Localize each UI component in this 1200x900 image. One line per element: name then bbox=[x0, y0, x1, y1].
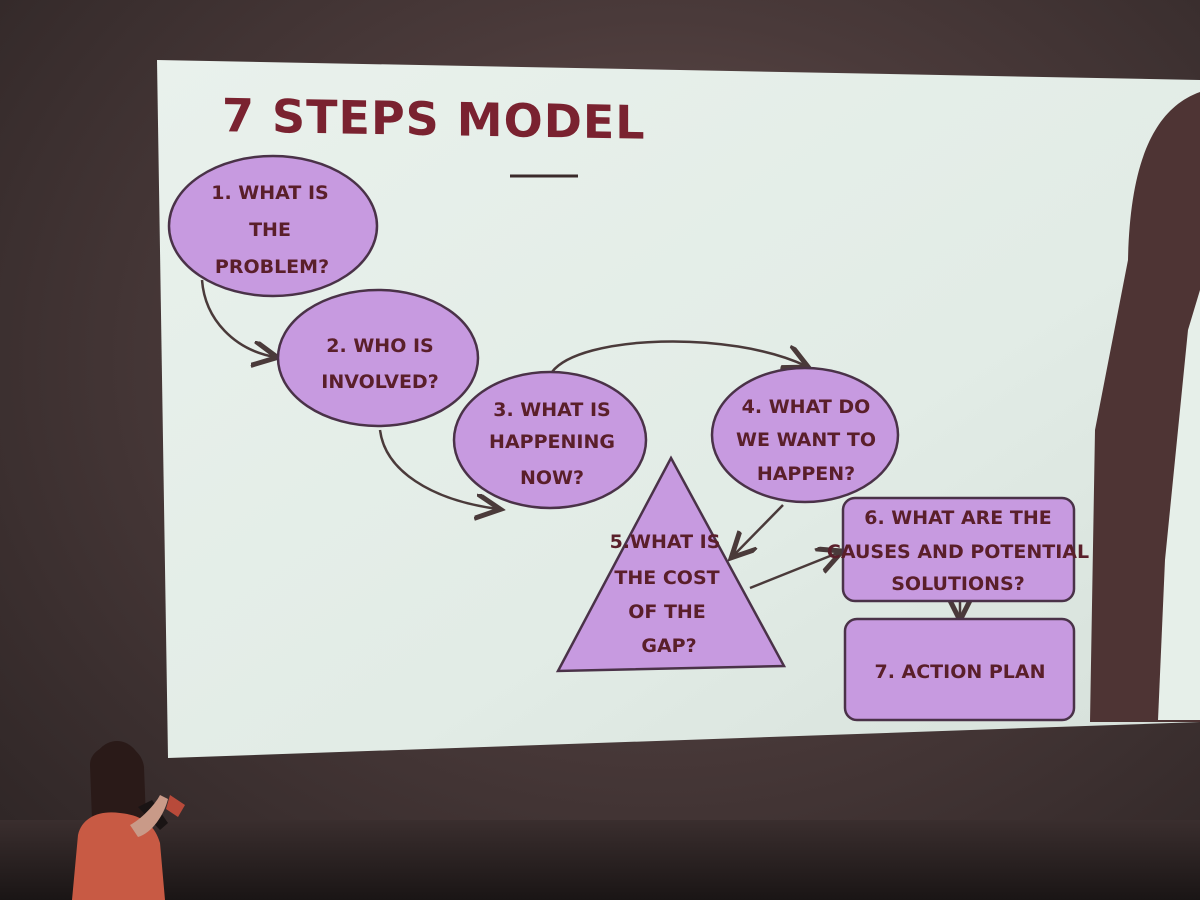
step-6-line-3: SOLUTIONS? bbox=[891, 573, 1024, 595]
step-3-line-2: HAPPENING bbox=[489, 431, 615, 453]
arrow-2-to-3 bbox=[378, 429, 498, 509]
step-3-node: 3. WHAT IS HAPPENING NOW? bbox=[452, 370, 648, 510]
step-4-line-3: HAPPEN? bbox=[757, 463, 855, 485]
step-3-line-3: NOW? bbox=[520, 467, 584, 489]
speaker-figure bbox=[72, 741, 185, 900]
step-4-line-1: 4. WHAT DO bbox=[742, 396, 871, 418]
step-5-line-2: THE COST bbox=[614, 567, 719, 589]
step-2-line-2: INVOLVED? bbox=[321, 371, 438, 393]
step-2-line-1: 2. WHO IS bbox=[326, 335, 433, 357]
step-3-line-1: 3. WHAT IS bbox=[493, 399, 610, 421]
arrow-3-to-4 bbox=[551, 340, 806, 373]
step-1-node: 1. WHAT IS THE PROBLEM? bbox=[167, 154, 379, 298]
step-5-line-3: OF THE bbox=[628, 601, 706, 623]
step-2-node: 2. WHO IS INVOLVED? bbox=[276, 288, 480, 428]
step-1-line-1: 1. WHAT IS bbox=[211, 182, 328, 204]
step-6-line-1: 6. WHAT ARE THE bbox=[864, 507, 1052, 529]
step-5-line-1: 5.WHAT IS bbox=[610, 531, 721, 553]
slide-title: 7 STEPS MODEL bbox=[222, 88, 646, 150]
step-6-node: 6. WHAT ARE THE CAUSES AND POTENTIAL SOL… bbox=[827, 496, 1089, 603]
step-7-node: 7. ACTION PLAN bbox=[843, 617, 1076, 722]
step-6-line-2: CAUSES AND POTENTIAL bbox=[827, 541, 1089, 563]
step-7-line-1: 7. ACTION PLAN bbox=[874, 661, 1045, 683]
arrow-5-to-6 bbox=[749, 552, 840, 590]
step-5-node: 5.WHAT IS THE COST OF THE GAP? bbox=[555, 455, 787, 673]
step-4-node: 4. WHAT DO WE WANT TO HAPPEN? bbox=[710, 366, 900, 504]
arrow-4-to-5 bbox=[733, 504, 784, 556]
stage-floor bbox=[0, 820, 1200, 900]
arrow-1-to-2 bbox=[200, 279, 275, 357]
step-5-line-4: GAP? bbox=[641, 635, 696, 657]
step-1-line-2: THE bbox=[249, 219, 291, 241]
step-1-line-3: PROBLEM? bbox=[215, 256, 329, 278]
projected-silhouette-edge bbox=[1158, 290, 1200, 720]
step-4-line-2: WE WANT TO bbox=[736, 429, 876, 451]
